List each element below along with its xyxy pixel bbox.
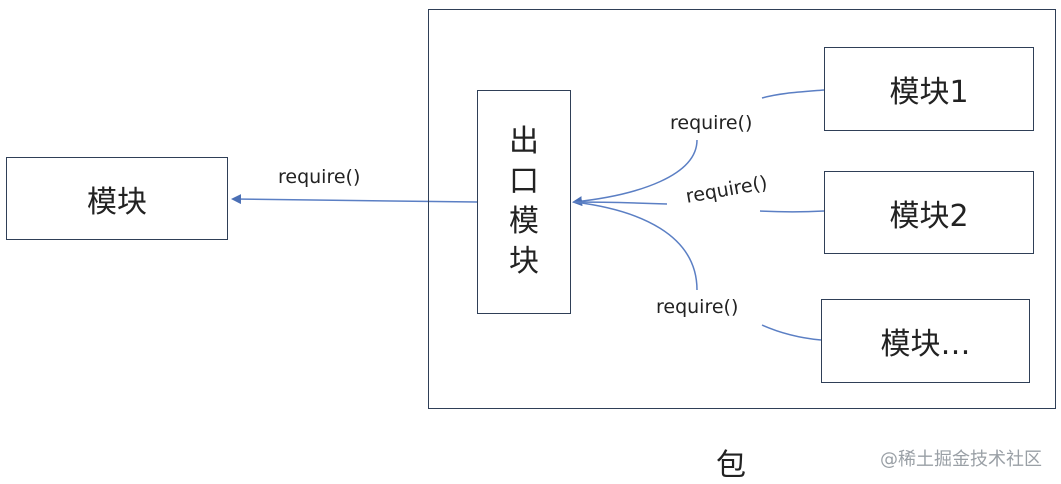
connector-module-2 <box>759 210 825 213</box>
module-3-connector-label: require() <box>656 296 739 318</box>
module-3-label: 模块… <box>880 327 971 362</box>
left-module-label: 模块 <box>87 184 147 220</box>
package-boundary <box>428 9 1056 409</box>
arrow-module-1-to-exit <box>572 139 698 207</box>
module-1-connector-label: require() <box>670 112 753 134</box>
module-1-label: 模块1 <box>889 75 969 110</box>
watermark: @稀土掘金技术社区 <box>880 449 1042 470</box>
exit-module-char: 块 <box>509 244 539 279</box>
left-arrow-label: require() <box>278 166 361 188</box>
module-2-box: 模块2 <box>824 171 1034 254</box>
left-module-box: 模块 <box>6 157 228 240</box>
exit-module-char: 口 <box>509 164 539 199</box>
exit-module-char: 模 <box>509 204 539 239</box>
exit-module-box: 出 口 模 块 <box>477 90 571 314</box>
arrow-module-3-to-exit <box>573 201 698 291</box>
exit-module-char: 出 <box>509 124 539 159</box>
arrow-module-2-to-exit <box>573 201 668 205</box>
connector-module-1 <box>761 89 825 99</box>
module-3-box: 模块… <box>821 299 1030 383</box>
module-1-box: 模块1 <box>824 47 1034 131</box>
package-caption: 包 <box>716 448 746 483</box>
connector-module-3 <box>761 324 822 341</box>
module-2-label: 模块2 <box>889 198 969 234</box>
arrow-exit-to-left-module <box>231 194 478 205</box>
